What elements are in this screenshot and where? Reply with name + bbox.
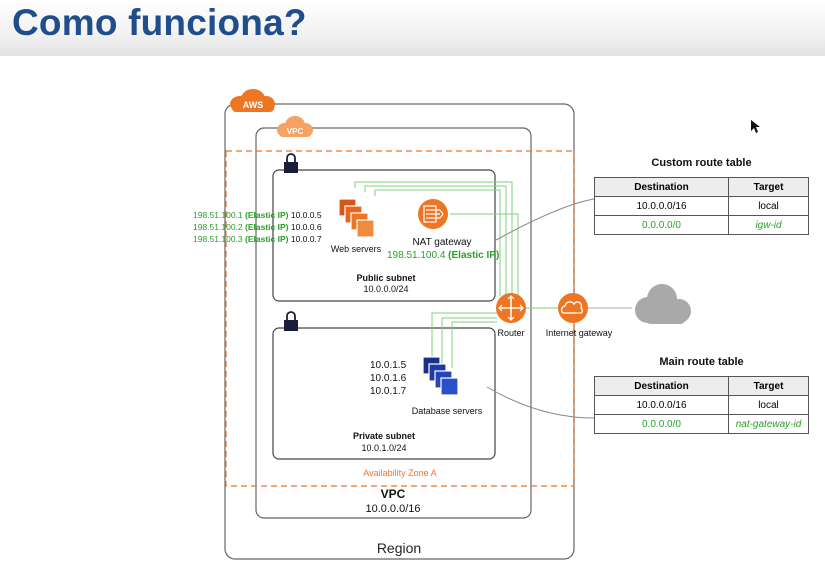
svg-text:198.51.100.3 (Elastic IP) 10.0: 198.51.100.3 (Elastic IP) 10.0.0.7 xyxy=(193,234,322,244)
web-server-3-private-ip: 10.0.0.7 xyxy=(291,234,322,244)
nat-gateway-label: NAT gateway xyxy=(412,237,471,248)
region-label: Region xyxy=(377,540,421,556)
web-server-3-eip-tag: (Elastic IP) xyxy=(245,234,289,244)
vpc-label: VPC xyxy=(381,487,406,501)
table-row: 10.0.0.0/16 local xyxy=(594,395,809,415)
database-server-stack-icon xyxy=(422,356,459,396)
custom-route-destination: 10.0.0.0/16 xyxy=(594,196,729,216)
custom-route-target: local xyxy=(728,196,809,216)
router-label: Router xyxy=(497,328,524,338)
server-stack-icon xyxy=(338,198,375,238)
web-server-2-eip: 198.51.100.2 xyxy=(193,222,243,232)
lock-icon xyxy=(284,153,298,173)
public-subnet-cidr: 10.0.0.0/24 xyxy=(363,284,408,294)
nat-gateway-eip: 198.51.100.4 xyxy=(387,250,446,261)
database-ip-1: 10.0.1.5 xyxy=(370,360,407,371)
private-subnet-cidr: 10.0.1.0/24 xyxy=(361,443,406,453)
database-ip-3: 10.0.1.7 xyxy=(370,386,407,397)
internet-gateway-icon xyxy=(558,293,588,323)
public-route-association-line xyxy=(495,198,595,241)
svg-text:198.51.100.1 (Elastic IP) 10.0: 198.51.100.1 (Elastic IP) 10.0.0.5 xyxy=(193,210,322,220)
table-row: 0.0.0.0/0 igw-id xyxy=(594,215,809,235)
table-row: 10.0.0.0/16 local xyxy=(594,196,809,216)
lock-icon xyxy=(284,311,298,331)
web-server-2-eip-tag: (Elastic IP) xyxy=(245,222,289,232)
public-connection-lines xyxy=(354,181,519,296)
public-subnet-box xyxy=(272,169,496,302)
web-server-2-private-ip: 10.0.0.6 xyxy=(291,222,322,232)
database-servers-label: Database servers xyxy=(412,406,483,416)
cloud-icon xyxy=(635,284,691,324)
aws-badge-icon xyxy=(230,89,275,112)
custom-route-table-header-target: Target xyxy=(728,177,809,197)
database-ip-2: 10.0.1.6 xyxy=(370,373,407,384)
main-route-table-header-destination: Destination xyxy=(594,376,729,396)
custom-route-table: Destination Target 10.0.0.0/16 local 0.0… xyxy=(594,177,809,235)
mouse-cursor-icon xyxy=(751,120,760,133)
private-subnet-label: Private subnet xyxy=(353,431,415,441)
page-title: Como funciona? xyxy=(12,2,307,43)
private-connection-lines xyxy=(431,312,497,368)
vpc-badge-label: VPC xyxy=(287,127,304,136)
region-box xyxy=(224,103,575,560)
custom-route-target: igw-id xyxy=(728,215,809,235)
main-route-table-header-target: Target xyxy=(728,376,809,396)
svg-text:198.51.100.2 (Elastic IP) 10.0: 198.51.100.2 (Elastic IP) 10.0.0.6 xyxy=(193,222,322,232)
main-route-destination: 10.0.0.0/16 xyxy=(594,395,729,415)
custom-route-table-header-destination: Destination xyxy=(594,177,729,197)
main-route-destination: 0.0.0.0/0 xyxy=(594,414,729,434)
main-route-target: nat-gateway-id xyxy=(728,414,809,434)
aws-badge-label: AWS xyxy=(243,100,264,110)
web-server-1-private-ip: 10.0.0.5 xyxy=(291,210,322,220)
internet-gateway-label: Internet gateway xyxy=(546,328,613,338)
web-server-1-eip: 198.51.100.1 xyxy=(193,210,243,220)
web-server-3-eip: 198.51.100.3 xyxy=(193,234,243,244)
vpc-badge-icon xyxy=(277,116,313,137)
table-row: 0.0.0.0/0 nat-gateway-id xyxy=(594,414,809,434)
nat-gateway-icon xyxy=(418,199,448,229)
web-servers-label: Web servers xyxy=(331,244,382,254)
web-server-1-eip-tag: (Elastic IP) xyxy=(245,210,289,220)
private-subnet-box xyxy=(272,327,496,460)
main-route-target: local xyxy=(728,395,809,415)
main-route-table-title: Main route table xyxy=(659,356,744,368)
public-subnet-label: Public subnet xyxy=(356,273,415,283)
main-route-table: Destination Target 10.0.0.0/16 local 0.0… xyxy=(594,376,809,434)
custom-route-destination: 0.0.0.0/0 xyxy=(594,215,729,235)
database-ip-list: 10.0.1.5 10.0.1.6 10.0.1.7 xyxy=(370,360,407,397)
availability-zone-label: Availability Zone A xyxy=(363,468,436,478)
nat-gateway-eip-line: 198.51.100.4 (Elastic IP) xyxy=(387,250,499,261)
header-band xyxy=(0,0,825,56)
custom-route-table-title: Custom route table xyxy=(651,157,752,169)
web-server-ip-list: 198.51.100.1 (Elastic IP) 10.0.0.5 198.5… xyxy=(193,210,322,244)
vpc-box xyxy=(255,127,532,519)
router-icon xyxy=(496,293,526,323)
vpc-cidr: 10.0.0.0/16 xyxy=(365,503,420,515)
private-route-association-line xyxy=(486,386,595,419)
nat-gateway-eip-tag: (Elastic IP) xyxy=(448,250,499,261)
